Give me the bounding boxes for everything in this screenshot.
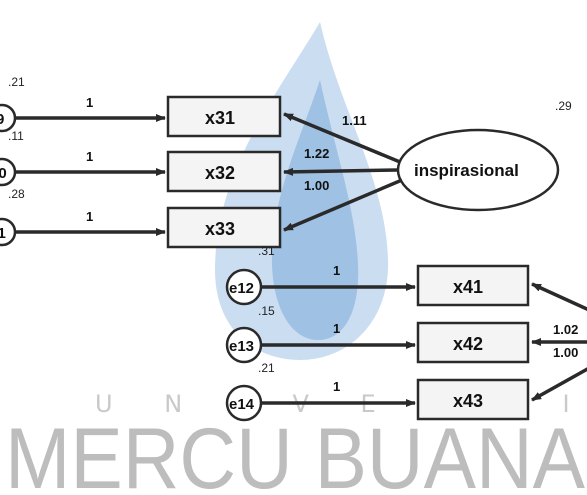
factor-path [283,178,403,232]
factor-loading: 1.02 [553,322,578,337]
error-loading: 1 [86,209,93,224]
factor-path [531,367,587,402]
error-loading: 1 [333,321,340,336]
latent-variance: .29 [555,99,572,113]
observed-box [416,378,530,421]
observed-label: x31 [205,108,235,128]
factor-path [531,282,587,311]
factor-path [283,167,399,176]
observed-box [166,150,282,193]
error-variance: .11 [8,129,24,143]
observed-box [416,264,530,307]
error-label: 9 [0,111,4,128]
factor-loading: 1.22 [304,146,329,161]
error-variance: .31 [258,244,275,258]
observed-group-upper: x31 x32 x33 [166,95,282,249]
watermark-flame-core-icon [271,80,359,340]
error-variance: .28 [8,187,25,201]
error-loading: 1 [86,149,93,164]
observed-label: x42 [453,334,483,354]
error-label: e12 [229,280,254,297]
observed-label: x32 [205,163,235,183]
error-variance: .21 [8,75,25,89]
error-group-upper: 9 10 11 .21 .11 .28 1 1 1 [0,75,166,247]
error-variance: .15 [258,304,275,318]
observed-label: x41 [453,277,483,297]
observed-box [416,321,530,364]
watermark-logo: U N I V E R S I T A S MERCU BUANA [5,22,587,495]
observed-box [166,95,282,138]
error-label: e14 [229,396,255,413]
factor-path [283,112,401,164]
factor-loading: 1.11 [342,113,367,128]
error-label: 11 [0,225,6,242]
error-loading: 1 [333,379,340,394]
error-loading: 1 [333,263,340,278]
observed-label: x43 [453,391,483,411]
observed-label: x33 [205,219,235,239]
observed-group-lower: x41 x42 x43 [416,264,530,421]
factor-loading: 1.00 [553,345,578,360]
error-variance: .21 [258,361,275,375]
error-label: e13 [229,338,254,355]
factor-paths-lower: 1.02 1.00 [531,282,587,402]
error-label: 10 [0,165,7,182]
latent-factor: inspirasional .29 1.11 1.22 1.00 [283,99,572,232]
observed-box [166,206,282,249]
error-loading: 1 [86,95,93,110]
error-group-lower: .31 .15 .21 e12 e13 e14 1 1 1 [225,244,416,422]
latent-label: inspirasional [414,161,519,180]
factor-loading: 1.00 [304,178,329,193]
watermark-mercu-buana: MERCU BUANA [5,411,586,495]
